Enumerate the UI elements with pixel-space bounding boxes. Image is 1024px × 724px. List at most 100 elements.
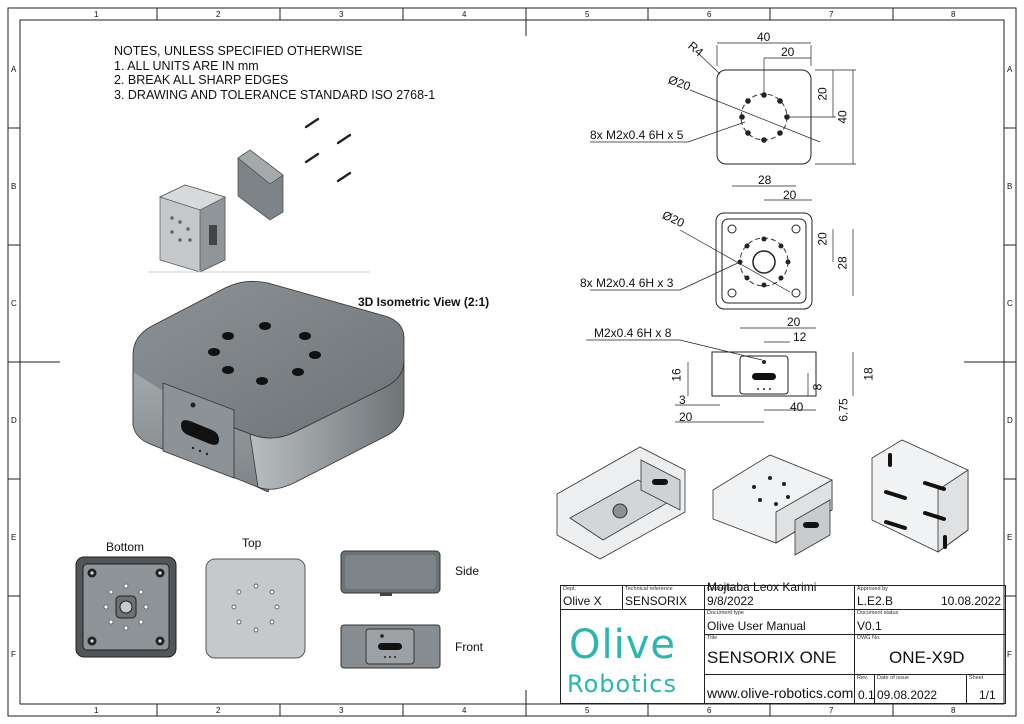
- olive-logo-text: Olive: [569, 622, 676, 668]
- doctype-cell: Document type Olive User Manual: [705, 610, 855, 635]
- dim-depth-675: 6.75: [836, 398, 851, 422]
- issue-cell: Date of issue 09.08.2022: [875, 675, 967, 703]
- dim-height-28: 28: [835, 256, 850, 270]
- created-caption: Created by: [707, 586, 734, 592]
- column-label-4-bottom: 4: [462, 706, 467, 715]
- dim-width-12: 12: [793, 330, 807, 344]
- dim-width-40: 40: [757, 30, 771, 44]
- doctype-caption: Document type: [707, 610, 744, 616]
- docstatus-caption: Document status: [857, 610, 899, 616]
- notes-heading: NOTES, UNLESS SPECIFIED OTHERWISE: [114, 44, 363, 58]
- dim-width-20-front: 20: [787, 315, 801, 329]
- column-label-5: 5: [585, 10, 590, 19]
- column-label-6: 6: [707, 10, 712, 19]
- main-isometric-view: [132, 280, 405, 493]
- bottom-view-label: Bottom: [106, 540, 145, 554]
- front-2d-view: [340, 624, 441, 669]
- robotics-logo-text: Robotics: [567, 670, 677, 698]
- rev-cell: Rev. 0.1: [855, 675, 875, 703]
- sheet-caption: Sheet: [969, 675, 984, 681]
- row-label-a: A: [11, 65, 17, 74]
- top-dimension-view: [590, 42, 856, 165]
- iso-view-title: 3D Isometric View (2:1): [358, 295, 490, 309]
- sheet-cell: Sheet 1/1: [967, 675, 1005, 703]
- approved-date: 10.08.2022: [941, 594, 1002, 608]
- column-label-6-bottom: 6: [707, 706, 712, 715]
- dim-half-20-bottom: 20: [783, 188, 797, 202]
- row-label-e-right: E: [1007, 533, 1013, 542]
- dim-thread-bottom: 8x M2x0.4 6H x 3: [580, 276, 674, 290]
- dim-height-8: 8: [810, 383, 825, 391]
- top-view-label: Top: [242, 536, 262, 550]
- row-label-c: C: [11, 299, 17, 308]
- url-cell: www.olive-robotics.com: [705, 675, 855, 703]
- rev-caption: Rev.: [857, 675, 868, 681]
- dwg-value: ONE-X9D: [889, 648, 965, 667]
- column-label-8-bottom: 8: [951, 706, 956, 715]
- notes-block: NOTES, UNLESS SPECIFIED OTHERWISE 1. ALL…: [114, 44, 435, 102]
- row-label-c-right: C: [1007, 299, 1013, 308]
- title-value: SENSORIX ONE: [707, 648, 837, 667]
- column-label-7-bottom: 7: [829, 706, 834, 715]
- issue-caption: Date of issue: [877, 675, 910, 681]
- exploded-view: [148, 117, 370, 327]
- dim-height-20-bottom: 20: [815, 232, 830, 246]
- logo-cell: Olive Robotics: [561, 610, 705, 703]
- approved-value: L.E2.B: [857, 594, 894, 608]
- dim-height-18: 18: [861, 367, 876, 381]
- bottom-2d-view: [75, 556, 177, 658]
- row-label-a-right: A: [1007, 65, 1013, 74]
- row-label-b-right: B: [1007, 182, 1013, 191]
- front-view-label: Front: [455, 640, 484, 654]
- column-label-3-bottom: 3: [339, 706, 344, 715]
- row-label-f-right: F: [1007, 650, 1012, 659]
- side-2d-view: [340, 550, 441, 596]
- techref-cell: Technical reference SENSORIX: [623, 586, 705, 610]
- dwg-caption: DWG No.: [857, 635, 881, 641]
- column-label-2: 2: [216, 10, 221, 19]
- dim-height-40: 40: [835, 110, 850, 124]
- row-label-d-right: D: [1007, 416, 1013, 425]
- row-label-f: F: [11, 650, 16, 659]
- column-label-2-bottom: 2: [216, 706, 221, 715]
- top-2d-view: [205, 558, 306, 659]
- approved-caption: Approved by: [857, 586, 888, 592]
- note-line: 3. DRAWING AND TOLERANCE STANDARD ISO 27…: [114, 87, 436, 102]
- row-label-d: D: [11, 416, 17, 425]
- column-label-3: 3: [339, 10, 344, 19]
- dim-half-20: 20: [781, 45, 795, 59]
- side-view-label: Side: [455, 564, 480, 578]
- title-caption: Title: [707, 635, 718, 641]
- dim-thread-front: M2x0.4 6H x 8: [594, 326, 672, 340]
- website-url: www.olive-robotics.com: [707, 685, 854, 701]
- docstatus-cell: Document status V0.1: [855, 610, 1005, 635]
- dim-height-16: 16: [669, 368, 684, 382]
- small-isometric-views: [556, 439, 969, 560]
- issue-value: 09.08.2022: [877, 688, 938, 702]
- front-dimension-view: [586, 327, 854, 423]
- dim-depth-3: 3: [679, 393, 686, 407]
- column-label-7: 7: [829, 10, 834, 19]
- dwg-cell: DWG No. ONE-X9D: [855, 635, 1005, 675]
- column-label-1-bottom: 1: [94, 706, 99, 715]
- row-label-e: E: [11, 533, 17, 542]
- row-label-b: B: [11, 182, 17, 191]
- dim-width-28: 28: [758, 173, 772, 187]
- dim-depth-40: 40: [790, 400, 804, 414]
- dim-thread-top: 8x M2x0.4 6H x 5: [590, 128, 684, 142]
- sheet-value: 1/1: [979, 688, 996, 702]
- dept-caption: Dept.: [563, 586, 577, 592]
- docstatus-value: V0.1: [857, 619, 882, 633]
- bottom-dimension-view: [590, 185, 854, 310]
- column-label-5-bottom: 5: [585, 706, 590, 715]
- note-line: 2. BREAK ALL SHARP EDGES: [114, 73, 289, 87]
- approved-cell: Approved by L.E2.B 10.08.2022: [855, 586, 1005, 610]
- column-label-4: 4: [462, 10, 467, 19]
- title-cell: Title SENSORIX ONE: [705, 635, 855, 675]
- doctype-value: Olive User Manual: [707, 619, 806, 633]
- created-cell: Created by Mojtaba Leox Karimi 9/8/2022: [705, 580, 855, 610]
- dim-height-20: 20: [815, 87, 830, 101]
- rev-value: 0.1: [858, 688, 875, 702]
- dept-value: Olive X: [563, 594, 602, 608]
